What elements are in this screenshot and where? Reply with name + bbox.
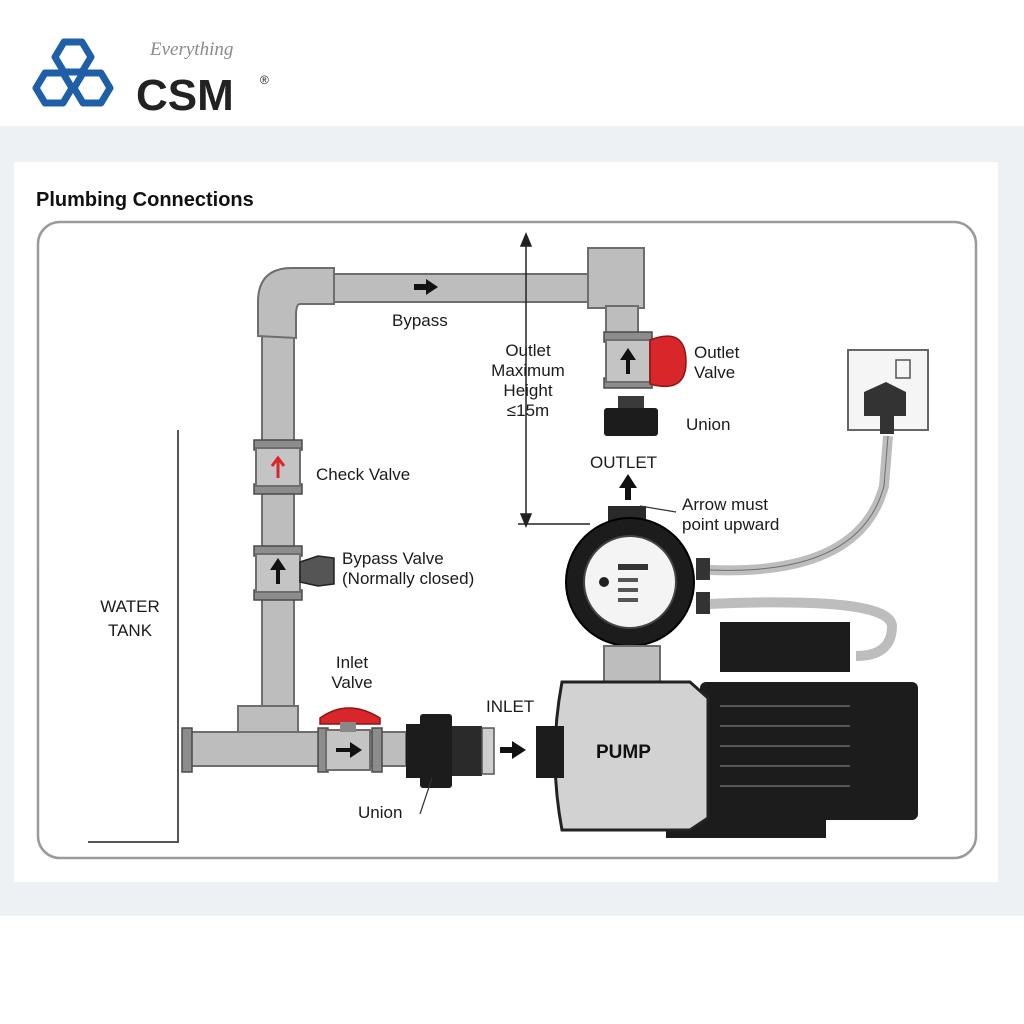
label-inlet: INLET — [486, 697, 534, 716]
label-arrow-note-1: Arrow must — [682, 495, 768, 514]
label-inlet-valve-1: Inlet — [336, 653, 368, 672]
brand-registered-mark: ® — [260, 73, 269, 87]
inlet-valve-handle — [319, 707, 381, 725]
label-water-tank-1: WATER — [100, 597, 160, 616]
pump-body — [536, 680, 710, 832]
diagram-title: Plumbing Connections — [36, 189, 254, 211]
plumbing-diagram: Plumbing Connections — [14, 162, 998, 882]
tank-fitting — [181, 727, 193, 773]
label-bypass-valve-1: Bypass Valve — [342, 549, 444, 568]
inlet-valve — [319, 707, 381, 771]
inlet-arrow-icon — [500, 741, 526, 759]
label-pump: PUMP — [596, 742, 651, 763]
label-outlet-height-3: Height — [503, 381, 552, 400]
pipe-elbow — [257, 267, 335, 340]
label-outlet-valve-2: Valve — [694, 363, 735, 382]
outlet-valve — [605, 335, 687, 388]
bypass-flow-arrow-icon — [414, 279, 438, 295]
label-union-bottom: Union — [358, 803, 402, 822]
label-bypass: Bypass — [392, 311, 448, 330]
pipe-fittings — [181, 331, 653, 773]
label-water-tank-2: TANK — [108, 621, 153, 640]
outlet-valve-handle — [649, 335, 687, 388]
vertical-pipe — [261, 335, 295, 737]
inlet-union — [406, 714, 495, 788]
label-arrow-note-2: point upward — [682, 515, 779, 534]
label-inlet-valve-2: Valve — [331, 673, 372, 692]
height-dimension — [518, 232, 590, 528]
pump-motor — [666, 622, 918, 838]
pipework — [185, 247, 645, 767]
label-outlet-valve-1: Outlet — [694, 343, 740, 362]
label-outlet: OUTLET — [590, 453, 657, 472]
diagram-frame — [36, 220, 978, 860]
check-valve-arrow-icon — [270, 455, 286, 478]
outlet-tee — [587, 247, 645, 309]
csm-logo: Everything CSM ® — [32, 38, 269, 120]
control-cable — [709, 597, 898, 661]
label-outlet-height-2: Maximum — [491, 361, 565, 380]
csm-logo-mark — [32, 38, 114, 107]
power-supply — [709, 349, 929, 576]
pump-controller — [565, 506, 710, 683]
label-union-top: Union — [686, 415, 730, 434]
label-outlet-height-1: Outlet — [505, 341, 551, 360]
outlet-union — [604, 396, 658, 436]
brand-tagline: Everything — [149, 39, 233, 60]
power-plug — [864, 382, 906, 416]
check-valve — [255, 447, 301, 487]
leader-lines — [419, 505, 677, 815]
water-tank-wall — [88, 430, 179, 843]
outlet-arrow-icon — [619, 474, 637, 500]
bypass-pipe — [333, 273, 593, 303]
label-outlet-height-4: ≤15m — [507, 401, 549, 420]
brand-name: CSM — [136, 71, 234, 120]
label-check-valve: Check Valve — [316, 465, 410, 484]
bypass-valve — [255, 553, 335, 593]
label-bypass-valve-2: (Normally closed) — [342, 569, 474, 588]
